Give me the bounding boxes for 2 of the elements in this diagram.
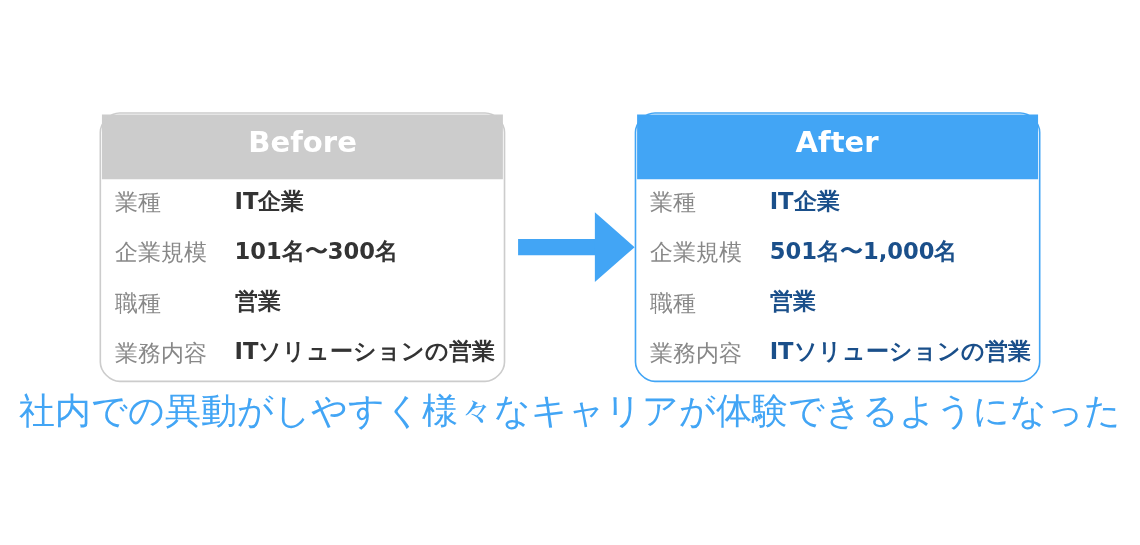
arrow bbox=[518, 211, 635, 282]
caption: 社内での異動がしやすく様々なキャリアが体験できるようになった bbox=[19, 389, 1121, 431]
